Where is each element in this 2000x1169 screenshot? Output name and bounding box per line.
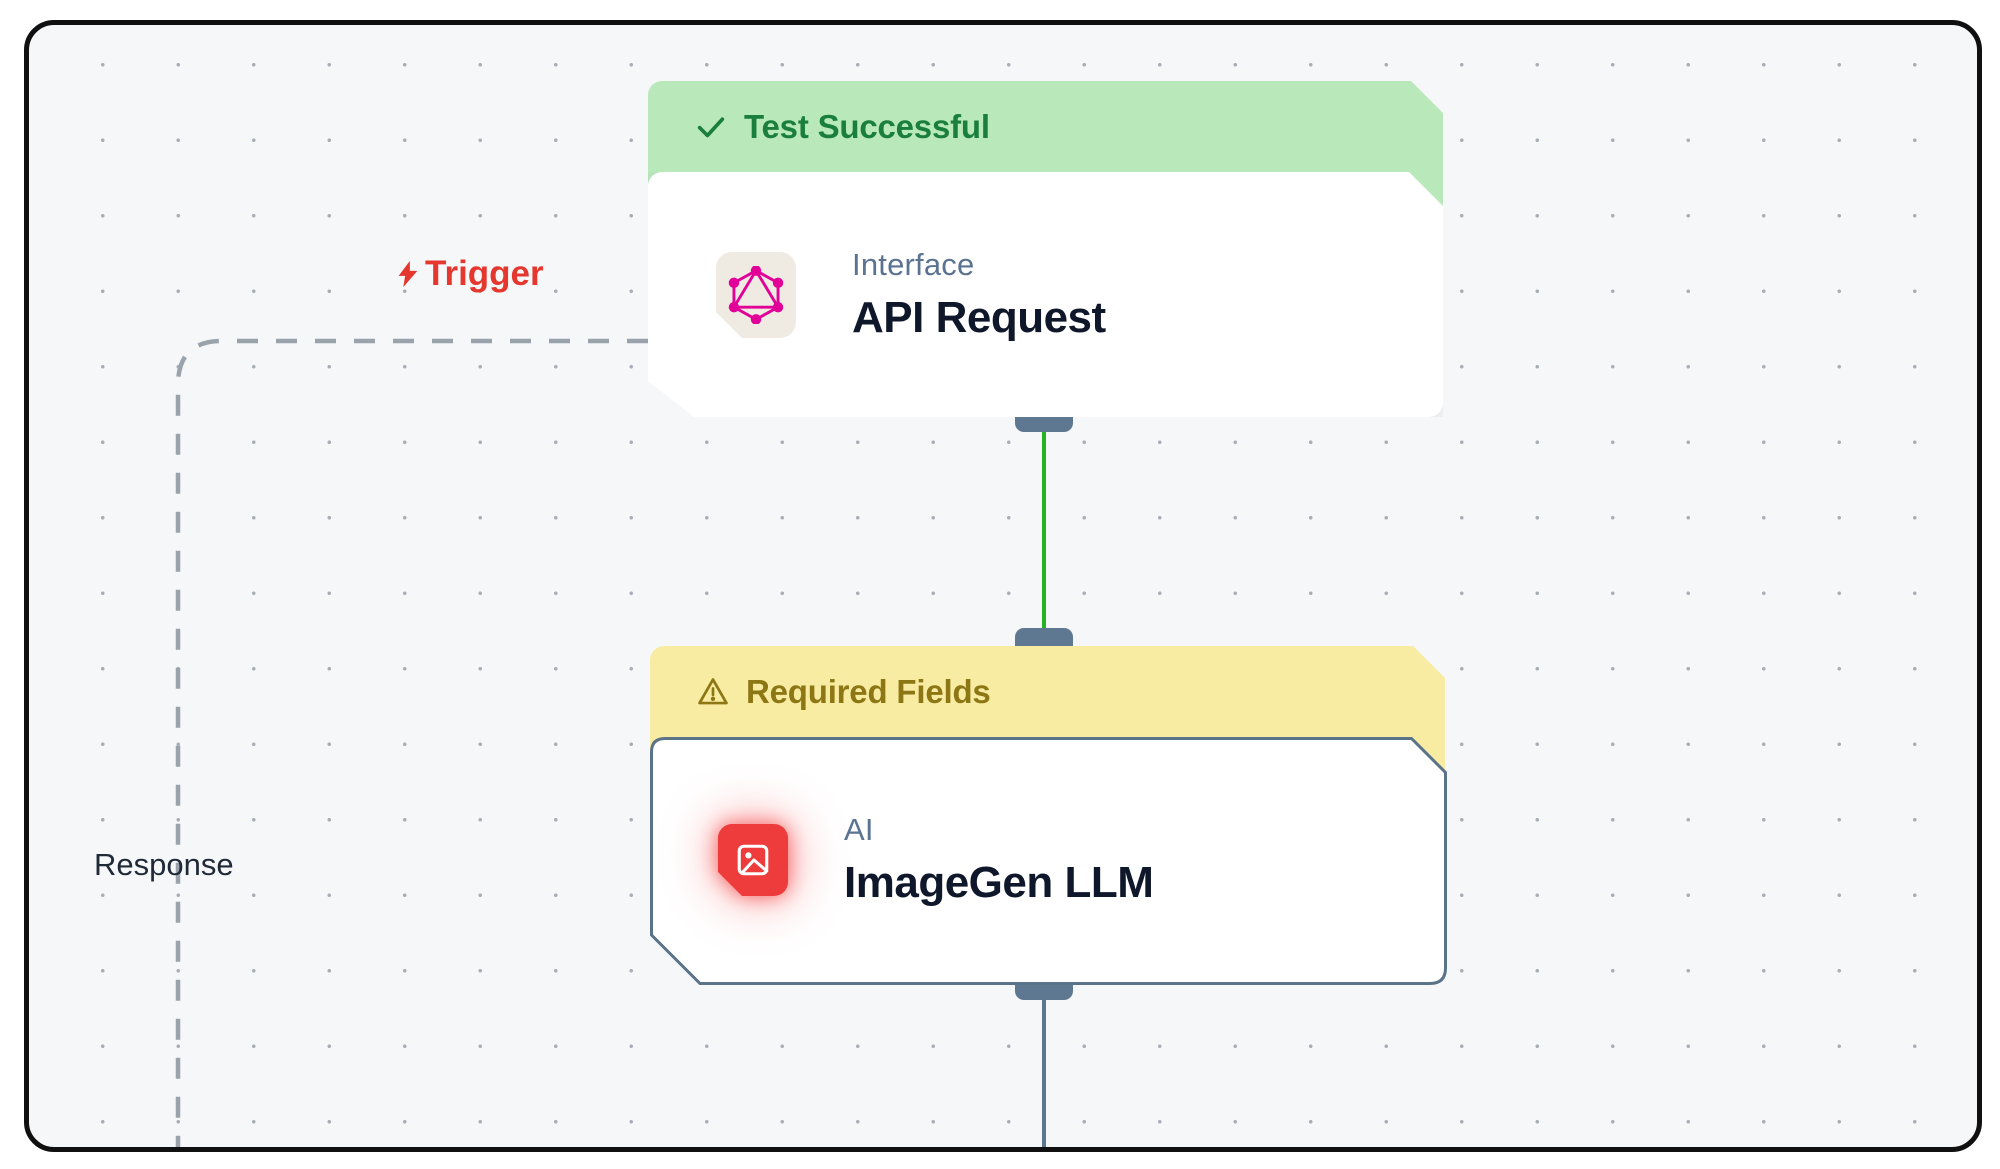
trigger-edge-label: Trigger <box>393 254 544 294</box>
trigger-edge-label-text: Trigger <box>425 254 544 293</box>
node-imagegen-llm[interactable]: Required Fields AI ImageGen LLM <box>648 628 1447 1006</box>
node-title: API Request <box>852 293 1106 342</box>
imagegen-card-body: AI ImageGen LLM <box>650 737 1445 983</box>
api-request-card-body: Interface API Request <box>648 172 1443 418</box>
imagegen-card[interactable] <box>648 735 1447 987</box>
status-banner-text: Required Fields <box>746 672 991 710</box>
check-icon <box>694 110 728 144</box>
image-icon <box>718 824 788 896</box>
node-title: ImageGen LLM <box>844 858 1154 907</box>
node-api-request[interactable]: Test Successful Interface API Request <box>648 81 1443 432</box>
graphql-icon <box>716 252 796 338</box>
node-category: Interface <box>852 247 975 282</box>
response-edge-label: Response <box>94 847 234 883</box>
status-banner-text: Test Successful <box>744 107 990 145</box>
lightning-bolt-icon <box>393 257 423 291</box>
warning-triangle-icon <box>696 675 730 709</box>
node-category: AI <box>844 812 874 847</box>
response-edge-label-text: Response <box>94 847 234 882</box>
